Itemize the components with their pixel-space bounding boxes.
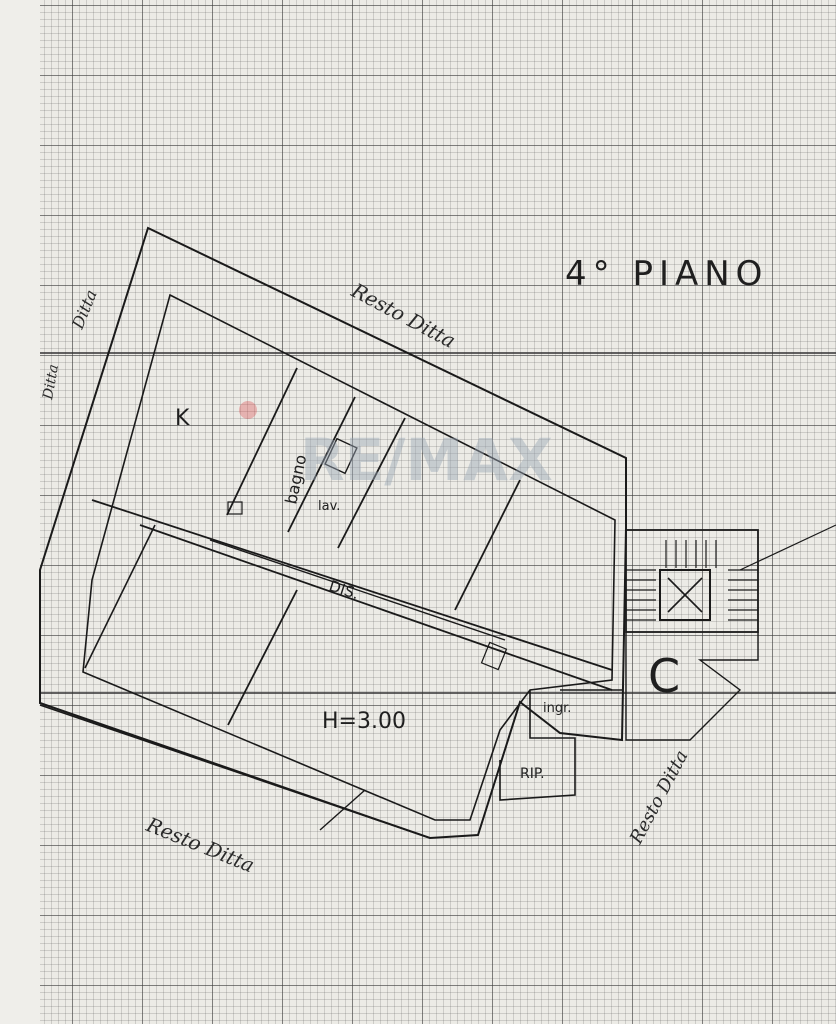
partition-lower-left	[227, 589, 298, 726]
partition-bottom	[319, 789, 366, 831]
stairwell	[625, 529, 759, 633]
room-label-laundry: lav.	[318, 499, 340, 514]
corridor-wall-upper	[91, 499, 613, 671]
room-label-storage: RIP.	[520, 766, 545, 782]
note-left-top: Ditta	[68, 287, 101, 332]
inner-wall-outline	[82, 293, 616, 821]
note-top: Resto Ditta	[347, 278, 460, 353]
elevator-shaft	[659, 569, 711, 621]
ceiling-height: H=3.00	[322, 709, 406, 734]
watermark-text: RE/MAX	[300, 426, 553, 494]
note-left-mid: Ditta	[40, 363, 62, 402]
floor-title: 4° PIANO	[565, 254, 768, 294]
elevator-cross-b	[667, 577, 703, 613]
stair-label: C	[648, 649, 680, 703]
laundry-fixture	[324, 437, 358, 475]
leader-line	[739, 524, 836, 571]
door-jamb	[227, 501, 243, 515]
corridor-fixture	[480, 641, 508, 671]
room-label-corridor: DIS.	[327, 577, 361, 603]
partition-bath-laundry	[287, 396, 356, 533]
paper-margin	[0, 0, 40, 1024]
partition-room-right	[454, 479, 521, 611]
storage-room-walls	[499, 690, 576, 801]
room-label-kitchen: K	[175, 406, 190, 431]
stair-landing	[625, 632, 759, 741]
boundary-lower	[39, 704, 431, 839]
room-label-entrance: ingr.	[543, 701, 571, 716]
note-bottom: Resto Ditta	[142, 812, 258, 877]
corridor-wall-lower	[139, 524, 613, 691]
building-outline	[39, 226, 627, 840]
partition-kitchen-bath	[226, 367, 298, 516]
partition-lower-edge	[84, 524, 156, 669]
partition-laundry-room	[337, 417, 406, 549]
note-right: Resto Ditta	[625, 747, 692, 848]
corridor-center-line	[209, 539, 506, 641]
watermark-balloon	[239, 401, 257, 419]
stair-steps	[626, 540, 758, 621]
